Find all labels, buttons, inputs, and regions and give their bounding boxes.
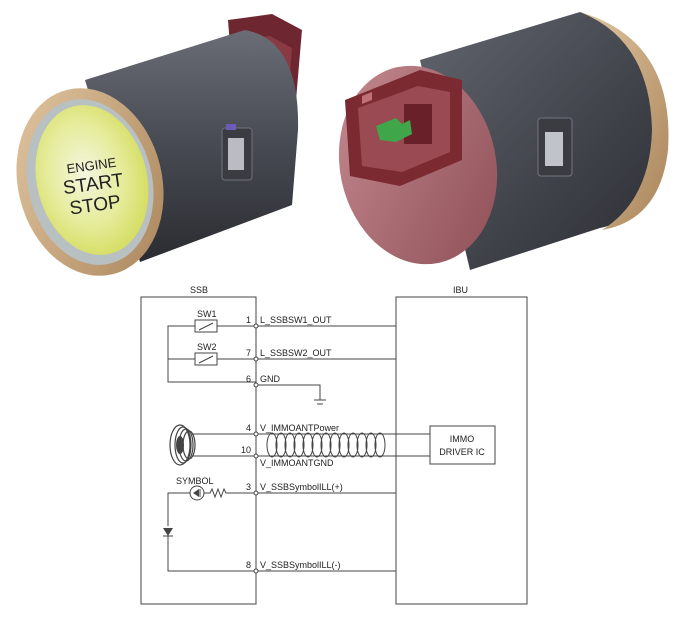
button-text-line1: ENGINE xyxy=(66,155,118,177)
immo-antenna-coil xyxy=(169,424,196,466)
pin-marker xyxy=(253,453,259,459)
wiring-schematic: SSB IBU SW1 SW2 xyxy=(140,285,528,605)
ssb-front-render: ENGINE START STOP xyxy=(16,14,302,276)
ssb-title: SSB xyxy=(190,285,208,295)
antenna-loop xyxy=(266,432,386,458)
button-face xyxy=(35,105,149,255)
symbol-wire-left xyxy=(167,492,190,526)
connector-terminals xyxy=(376,118,412,142)
pin-marker xyxy=(253,382,259,388)
connector-latch xyxy=(362,92,372,104)
ibu-title: IBU xyxy=(453,285,468,295)
pin-marker xyxy=(253,490,259,496)
pin-marker xyxy=(253,323,259,329)
signal-label-pin8: V_SSBSymbolILL(-) xyxy=(260,560,341,570)
latch-clip xyxy=(226,124,236,130)
signal-label-pin10: V_IMMOANTGND xyxy=(260,458,334,468)
signal-label-pin3: V_SSBSymbolILL(+) xyxy=(260,482,343,492)
switch-common-wire xyxy=(167,325,256,383)
pin-number-3: 3 xyxy=(246,482,251,492)
latch-tab-rear xyxy=(545,132,563,166)
pin-marker xyxy=(253,356,259,362)
pin-number-6: 6 xyxy=(246,374,251,384)
wire-pin6-gnd xyxy=(256,384,321,400)
sw1-label: SW1 xyxy=(197,309,217,319)
pin-marker xyxy=(253,568,259,574)
sw1-contact xyxy=(198,322,214,331)
immo-driver-ic xyxy=(429,425,496,465)
pin-number-7: 7 xyxy=(246,348,251,358)
symbol-diode xyxy=(163,528,173,536)
symbol-label: SYMBOL xyxy=(176,476,214,486)
pin-marker xyxy=(253,431,259,437)
bezel-edge xyxy=(580,12,669,230)
pin-number-1: 1 xyxy=(246,315,251,325)
symbol-resistor xyxy=(204,487,256,499)
signal-label-pin4: V_IMMOANTPower xyxy=(260,423,339,433)
signal-label-pin7: L_SSBSW2_OUT xyxy=(260,348,332,358)
sw2-label: SW2 xyxy=(197,342,217,352)
signal-label-pin1: L_SSBSW1_OUT xyxy=(260,315,332,325)
driver-ic-line2: DRIVER IC xyxy=(439,447,485,457)
sw2-contact xyxy=(198,355,214,364)
signal-label-pin6: GND xyxy=(260,374,281,384)
pin-number-10: 10 xyxy=(241,445,251,455)
ssb-rear-render xyxy=(338,12,669,270)
ssb-box xyxy=(140,296,257,605)
symbol-led-diode xyxy=(193,489,199,497)
pin-number-4: 4 xyxy=(246,423,251,433)
driver-ic-line1: IMMO xyxy=(450,434,475,444)
latch-tab xyxy=(228,138,244,170)
symbol-wire-return xyxy=(167,536,256,572)
pin-number-8: 8 xyxy=(246,560,251,570)
